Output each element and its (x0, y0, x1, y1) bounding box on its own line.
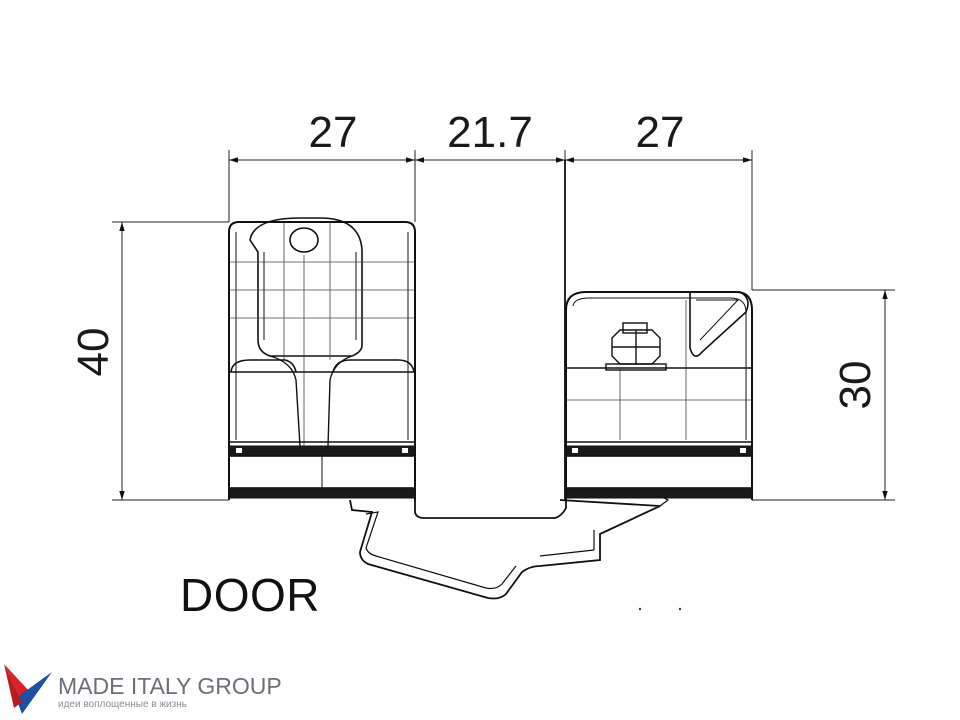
right-hinge-block (565, 291, 753, 500)
brand-name: MADE ITALY GROUP (58, 673, 282, 699)
door-label: DOOR (180, 569, 320, 621)
dimension-left-height: 40 (69, 328, 118, 377)
dimension-left-width: 27 (309, 108, 358, 157)
dimension-middle-gap: 21.7 (447, 108, 533, 157)
brand-tagline: идеи воплощенные в жизнь (58, 699, 187, 710)
dimension-right-width: 27 (636, 108, 685, 157)
lever-arm (349, 497, 670, 600)
brand-logo-icon (4, 664, 52, 714)
small-marks (638, 607, 682, 611)
left-hinge-block (228, 217, 416, 500)
middle-profile (414, 160, 567, 519)
dimension-right-height: 30 (831, 361, 880, 410)
bolt-nut (605, 322, 667, 371)
brand-watermark: MADE ITALY GROUP идеи воплощенные в жизн… (0, 662, 320, 720)
